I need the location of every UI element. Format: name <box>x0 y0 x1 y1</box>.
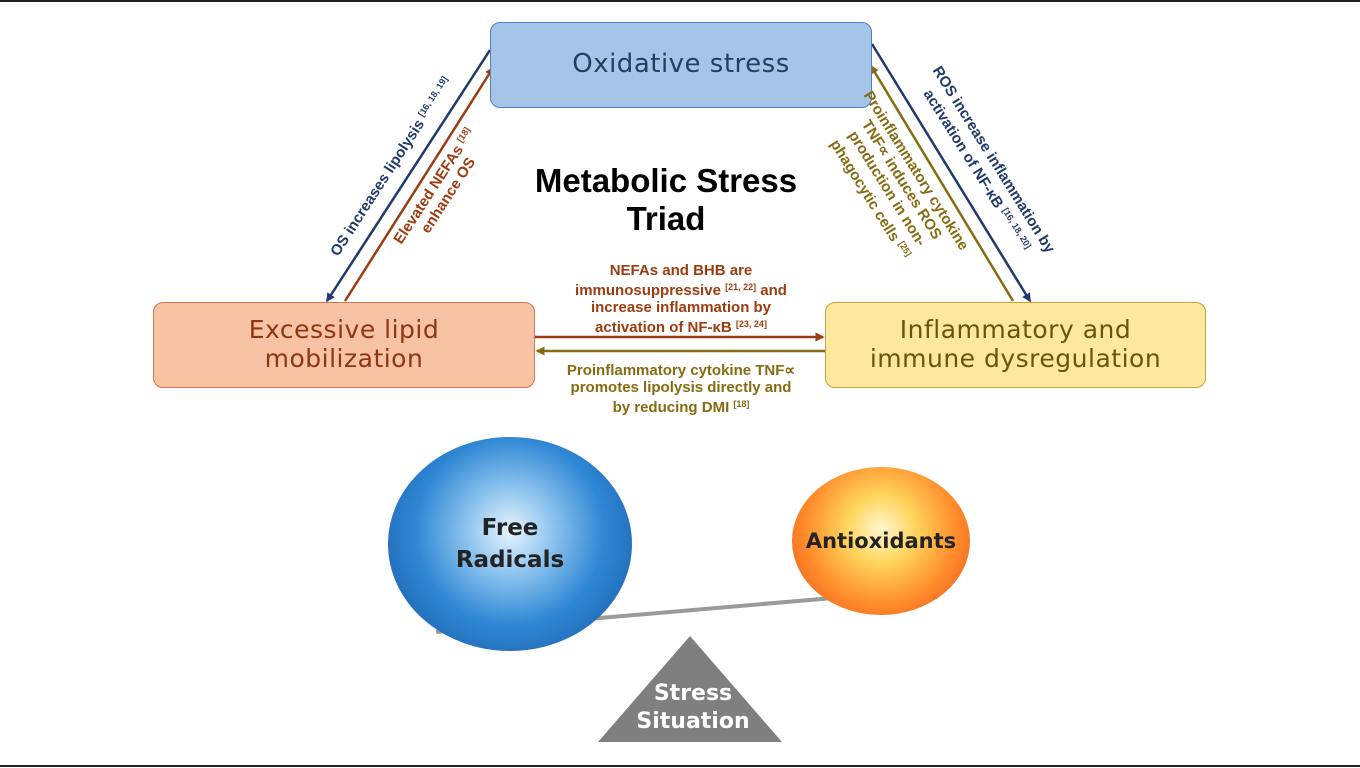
tnf-lipolysis-line2: promotes lipolysis directly and <box>570 379 792 396</box>
tnf-lipolysis-ref: [18] <box>733 399 750 409</box>
lipid-mobilization-line2: mobilization <box>264 344 424 373</box>
arrow-os-to-inflammatory <box>870 43 1032 303</box>
nefas-bhb-line4: activation of NF-κB [23, 24] <box>595 319 767 336</box>
title-line2: Triad <box>626 200 706 237</box>
nefas-bhb-line2: immunosuppressive [21, 22] and <box>575 282 787 299</box>
nefas-bhb-line3: increase inflammation by <box>590 299 772 316</box>
title-line1: Metabolic Stress <box>534 162 798 199</box>
fulcrum-line1: Stress <box>653 681 733 706</box>
antioxidants-label: Antioxidants <box>805 529 957 553</box>
tnf-lipolysis-label: Proinflammatory cytokine TNF∝ promotes l… <box>540 362 822 416</box>
bottom-border <box>0 765 1360 767</box>
free-radicals-line1: Free <box>481 515 539 541</box>
tnf-lipolysis-line1: Proinflammatory cytokine TNF∝ <box>566 362 796 379</box>
arrow-inflammatory-to-os <box>869 64 1015 302</box>
fulcrum-line2: Situation <box>636 709 750 734</box>
inflammatory-box: Inflammatory and immune dysregulation <box>825 302 1206 388</box>
lipid-mobilization-box: Excessive lipid mobilization <box>153 302 535 388</box>
inflammatory-line2: immune dysregulation <box>869 344 1162 373</box>
fulcrum-label: Stress Situation <box>610 680 776 736</box>
arrow-os-to-lipid <box>325 49 492 303</box>
free-radicals-line2: Radicals <box>455 547 565 573</box>
free-radicals-sphere: Free Radicals <box>388 437 632 651</box>
inflammatory-line1: Inflammatory and <box>899 315 1132 345</box>
nefas-bhb-line1: NEFAs and BHB are <box>609 262 753 279</box>
diagram-title: Metabolic Stress Triad <box>480 162 852 238</box>
fulcrum-triangle <box>598 636 782 742</box>
nefas-bhb-ref-a: [21, 22] <box>725 282 757 292</box>
nefas-os-ref: [18] <box>454 125 472 145</box>
oxidative-stress-label: Oxidative stress <box>572 49 790 80</box>
tnf-lipolysis-line3: by reducing DMI [18] <box>612 399 750 416</box>
nefas-bhb-ref-b: [23, 24] <box>735 319 767 329</box>
lipid-mobilization-line1: Excessive lipid <box>248 315 440 345</box>
antioxidants-sphere: Antioxidants <box>792 467 970 615</box>
nefas-bhb-label: NEFAs and BHB are immunosuppressive [21,… <box>540 262 822 336</box>
oxidative-stress-box: Oxidative stress <box>490 22 872 108</box>
arrow-lipid-to-os <box>343 66 495 302</box>
top-border <box>0 0 1360 2</box>
